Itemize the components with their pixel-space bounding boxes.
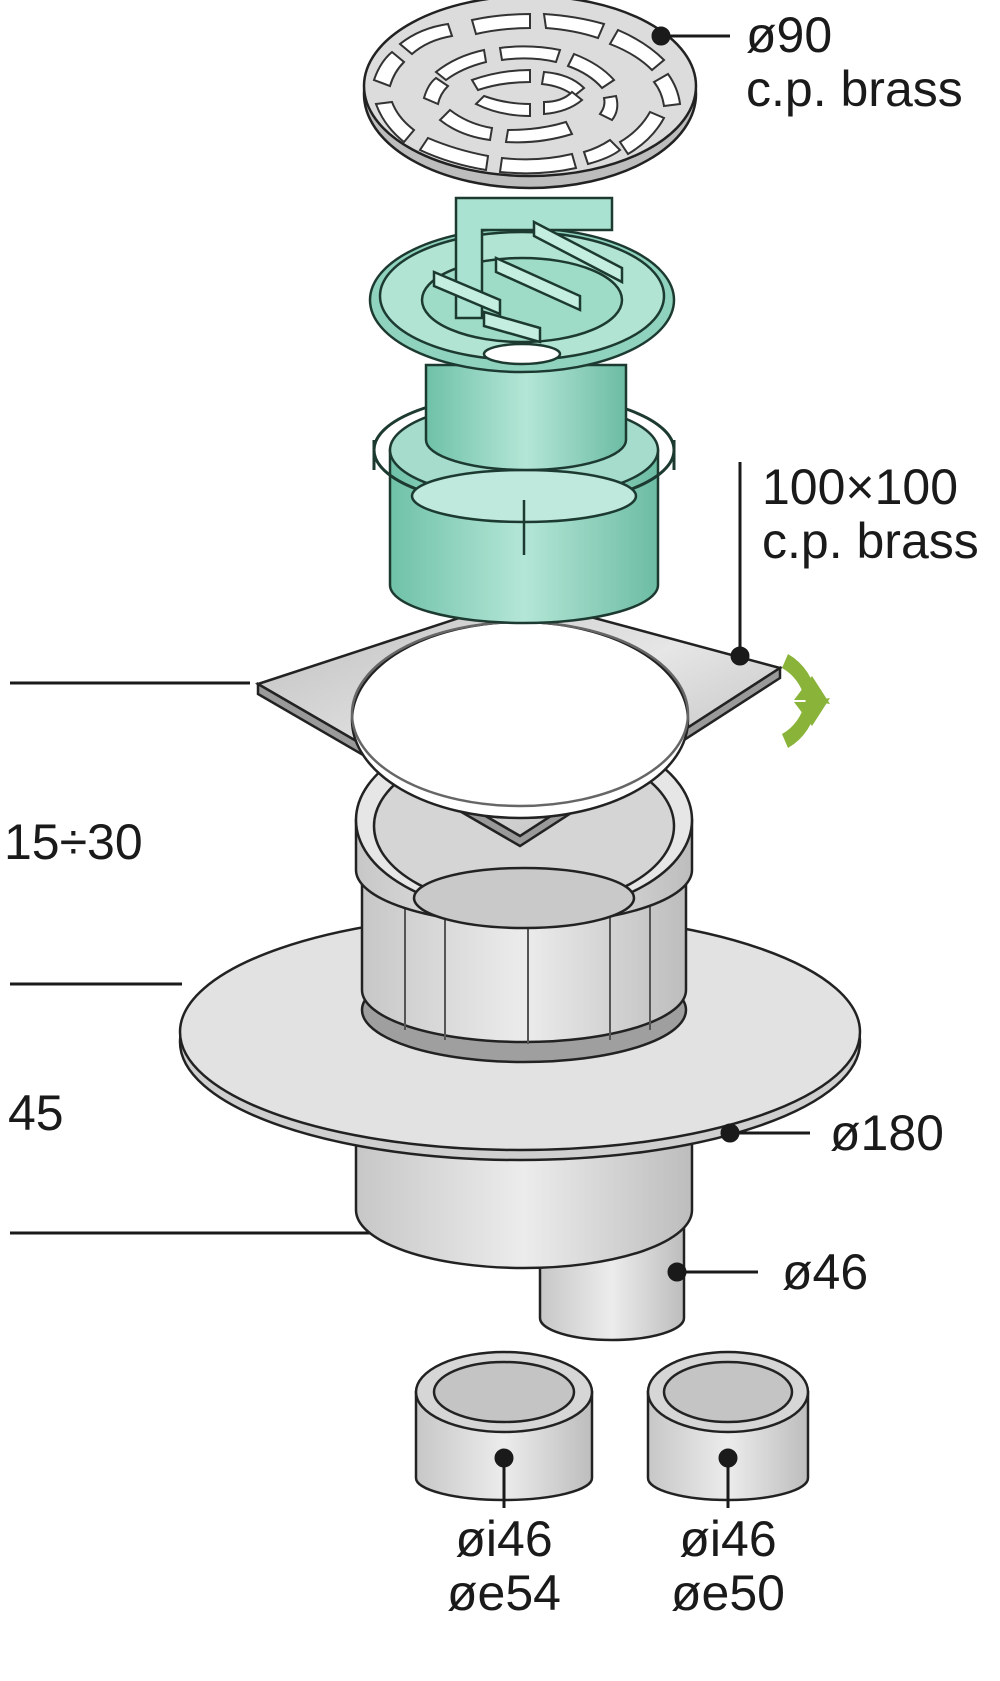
flange-diameter-label: ø180 [830,1105,944,1161]
grate-diameter: ø90 [746,7,833,63]
leader-lines [494,26,810,1508]
adapter-left-inner: øi46 [455,1511,553,1567]
outlet-diameter-label: ø46 [782,1244,869,1300]
flange-leader-dot [720,1123,740,1143]
square-frame [254,596,784,848]
rotation-arrows-icon [782,654,830,748]
dimension-lines [10,681,372,1235]
height-range-label: 15÷30 [4,814,143,870]
frame-material: c.p. brass [762,513,979,569]
adapter-left [414,1350,594,1502]
green-trap [368,196,676,625]
adapter-right-label: øi46 øe50 [654,1512,802,1620]
round-grate [362,0,698,190]
adapter-left-label: øi46 øe54 [430,1512,578,1620]
drain-body [178,724,862,1342]
outlet-leader-dot [667,1262,687,1282]
frame-size: 100×100 [762,459,959,515]
grate-label: ø90 c.p. brass [746,8,963,116]
adapter-right [646,1350,810,1502]
frame-leader-dot [730,646,750,666]
adapter-right-inner: øi46 [679,1511,777,1567]
adapter-left-outer: øe54 [447,1565,561,1621]
adapter-right-outer: øe50 [671,1565,785,1621]
body-height-label: 45 [8,1085,64,1141]
grate-leader-dot [651,26,671,46]
frame-label: 100×100 c.p. brass [762,460,979,568]
adapter-right-leader-dot [718,1448,738,1468]
grate-material: c.p. brass [746,61,963,117]
adapter-left-leader-dot [494,1448,514,1468]
